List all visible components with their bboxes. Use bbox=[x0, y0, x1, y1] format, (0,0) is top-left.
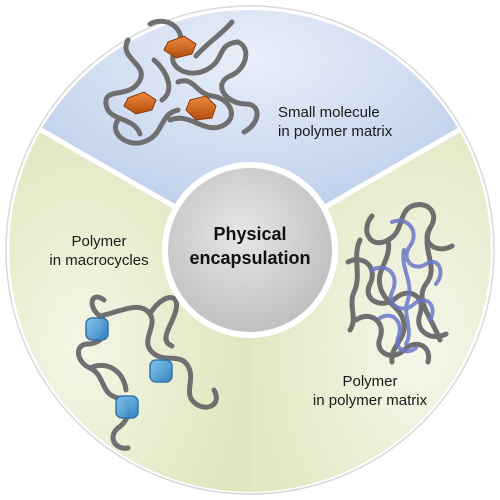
macrocycle-ring bbox=[115, 395, 139, 419]
label-line: Polymer bbox=[342, 373, 398, 390]
small-molecule-polymer-illustration bbox=[103, 18, 260, 146]
macrocycle-ring bbox=[149, 359, 173, 383]
label-line: in polymer matrix bbox=[312, 392, 428, 409]
small-molecule bbox=[185, 95, 217, 121]
label-line: Polymer bbox=[71, 233, 127, 250]
label-line: in polymer matrix bbox=[278, 123, 393, 140]
polymer-polymer-illustration bbox=[345, 202, 455, 365]
polymer-chain bbox=[147, 18, 241, 76]
center-disc bbox=[168, 168, 332, 332]
label-line: Small molecule bbox=[278, 104, 380, 121]
label-line: in macrocycles bbox=[49, 252, 149, 269]
entangled-polymer-chain bbox=[401, 248, 412, 346]
polymer-chain bbox=[193, 19, 235, 59]
sector-label-small-molecule: Small molecule in polymer matrix bbox=[278, 103, 392, 141]
macrocycle-ring bbox=[85, 317, 109, 341]
polymer-chain bbox=[113, 107, 181, 146]
polymer-chain bbox=[151, 57, 172, 103]
center-title: Physical encapsulation bbox=[165, 222, 335, 270]
center-title-line: encapsulation bbox=[189, 248, 311, 268]
polymer-macrocycle-illustration bbox=[76, 294, 219, 451]
entangled-polymer-chain bbox=[370, 265, 435, 322]
polymer-chain bbox=[97, 304, 219, 410]
entangled-polymer-chain bbox=[390, 218, 443, 286]
polymer-chain bbox=[167, 78, 234, 131]
center-title-line: Physical bbox=[213, 224, 287, 244]
small-molecule bbox=[123, 91, 157, 115]
small-molecule bbox=[163, 35, 197, 59]
polymer-chain bbox=[347, 237, 363, 333]
entangled-polymer-chain bbox=[378, 313, 418, 354]
sector-label-polymer-matrix: Polymer in polymer matrix bbox=[300, 372, 440, 410]
polymer-chain bbox=[353, 313, 432, 365]
polymer-chain bbox=[87, 363, 129, 393]
polymer-chain bbox=[147, 295, 179, 349]
sector-label-polymer-macrocycles: Polymer in macrocycles bbox=[44, 232, 154, 270]
polymer-chain bbox=[219, 39, 260, 135]
